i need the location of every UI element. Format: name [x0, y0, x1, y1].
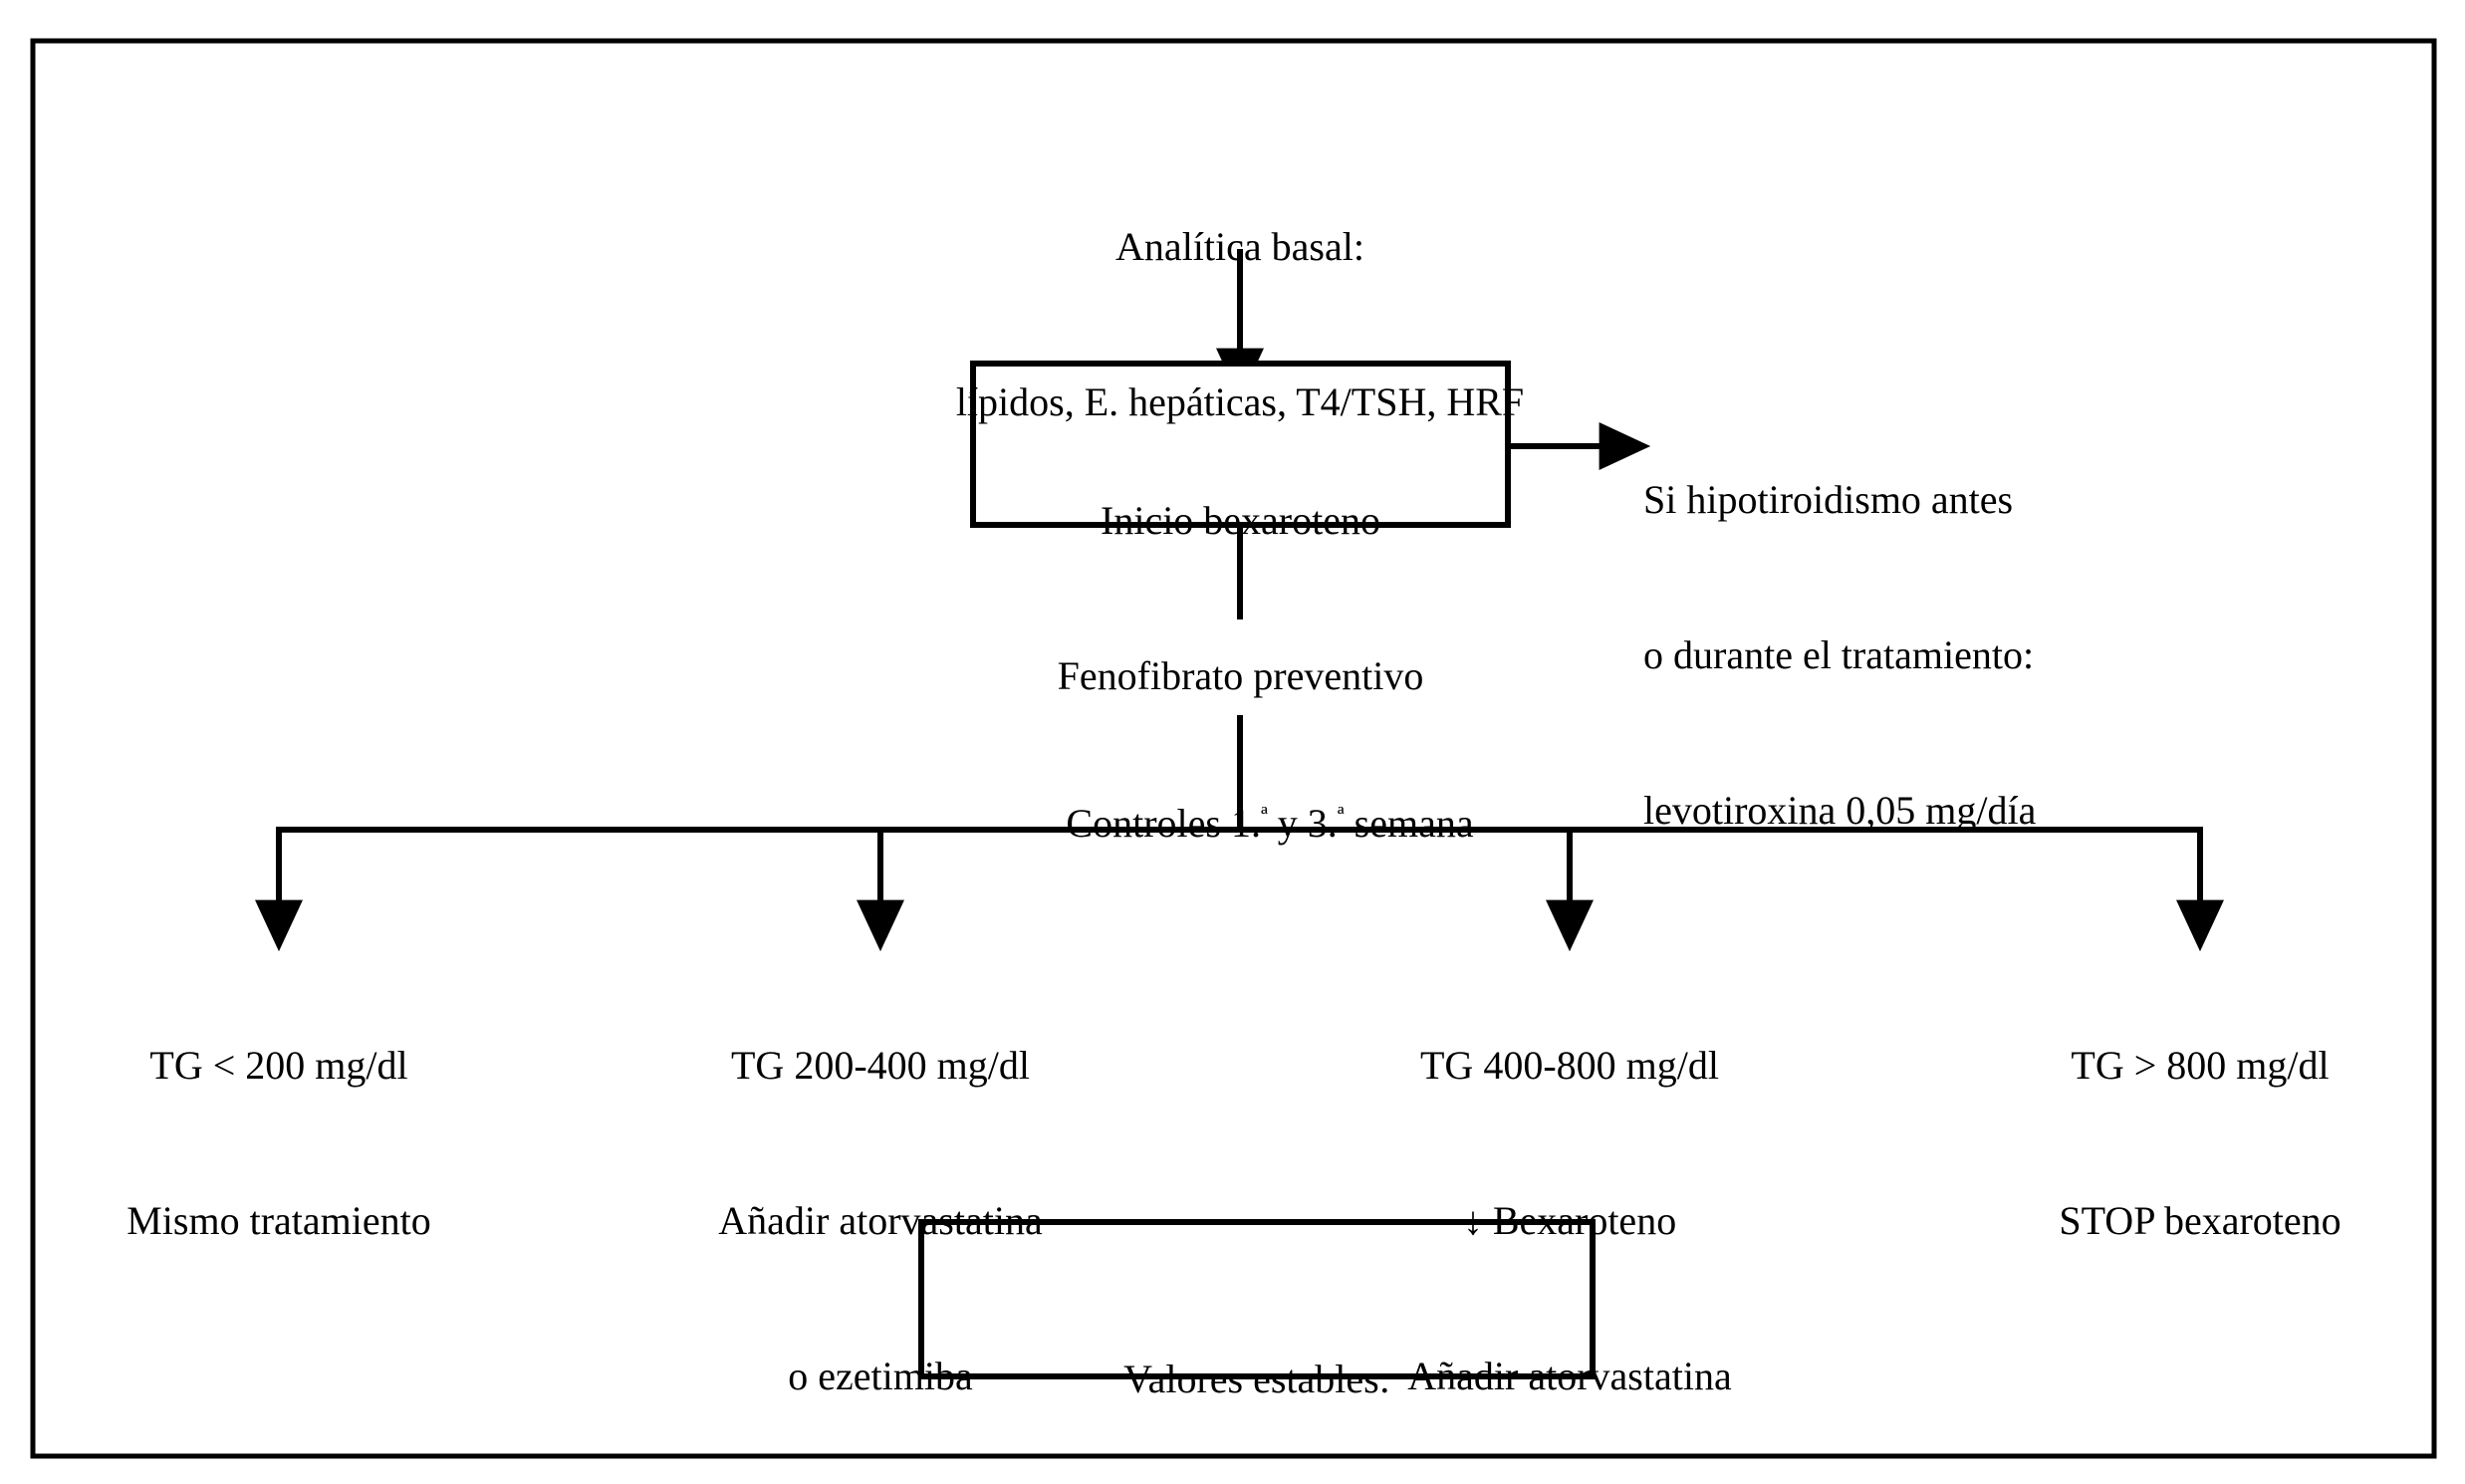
hypothyroid-note: Si hipotiroidismo antes o durante el tra…: [1643, 371, 2400, 940]
controls-schedule-label: Controles 1.ª y 3.ª semana: [742, 642, 1738, 1005]
baseline-labs-node: Analítica basal: lípidos, E. hepáticas, …: [543, 118, 1937, 532]
stable-box-shape: [918, 1219, 1596, 1379]
branch-label-tg-gt-800: TG > 800 mg/dl STOP bexaroteno: [1921, 936, 2465, 1351]
controls-label-middle: y 3.: [1267, 801, 1338, 846]
hypothyroid-note-line-3: levotiroxina 0,05 mg/día: [1643, 788, 2037, 833]
branch-label-tg-400-800: TG 400-800 mg/dl ↓ Bexaroteno Añadir ato…: [1291, 936, 1849, 1484]
branch-3-line-2: ↓ Bexaroteno: [1462, 1198, 1677, 1243]
stable-box-line-1: Valores estables:: [1123, 1357, 1390, 1401]
branch-1-line-2: Mismo tratamiento: [126, 1198, 431, 1243]
branch-label-tg-200-400: TG 200-400 mg/dl Añadir atorvastatina o …: [602, 936, 1159, 1484]
start-box-line-1: Inicio bexaroteno: [1101, 498, 1380, 543]
branch-label-tg-lt-200: TG < 200 mg/dl Mismo tratamiento: [0, 936, 558, 1351]
start-box-label: Inicio bexaroteno Fenofibrato preventivo: [973, 391, 1508, 806]
controls-label-ordinal-2: ª: [1337, 803, 1345, 831]
branch-2-line-1: TG 200-400 mg/dl: [731, 1043, 1030, 1088]
hypothyroid-note-line-2: o durante el tratamiento:: [1643, 632, 2035, 677]
baseline-labs-line-1: Analítica basal:: [1115, 224, 1364, 269]
branch-1-line-1: TG < 200 mg/dl: [149, 1043, 408, 1088]
branch-3-line-1: TG 400-800 mg/dl: [1420, 1043, 1719, 1088]
branch-3-line-3: Añadir atorvastatina: [1407, 1354, 1732, 1398]
branch-4-line-2: STOP bexaroteno: [2059, 1198, 2342, 1243]
hypothyroid-note-line-1: Si hipotiroidismo antes: [1643, 477, 2014, 522]
branch-4-line-1: TG > 800 mg/dl: [2071, 1043, 2330, 1088]
controls-label-ordinal-1: ª: [1260, 803, 1268, 831]
baseline-labs-line-2: lípidos, E. hepáticas, T4/TSH, HRF: [955, 379, 1525, 424]
outer-frame: [30, 38, 2437, 1459]
branch-2-line-2: Añadir atorvastatina: [718, 1198, 1043, 1243]
controls-label-suffix: semana: [1344, 801, 1474, 846]
start-box-shape: [970, 361, 1511, 528]
stable-box-label: Valores estables: Controles cada 1-2 sem…: [921, 1250, 1593, 1484]
start-box-line-2: Fenofibrato preventivo: [1057, 653, 1424, 698]
controls-label-prefix: Controles 1.: [1066, 801, 1261, 846]
branch-2-line-3: o ezetimiba: [788, 1354, 973, 1398]
